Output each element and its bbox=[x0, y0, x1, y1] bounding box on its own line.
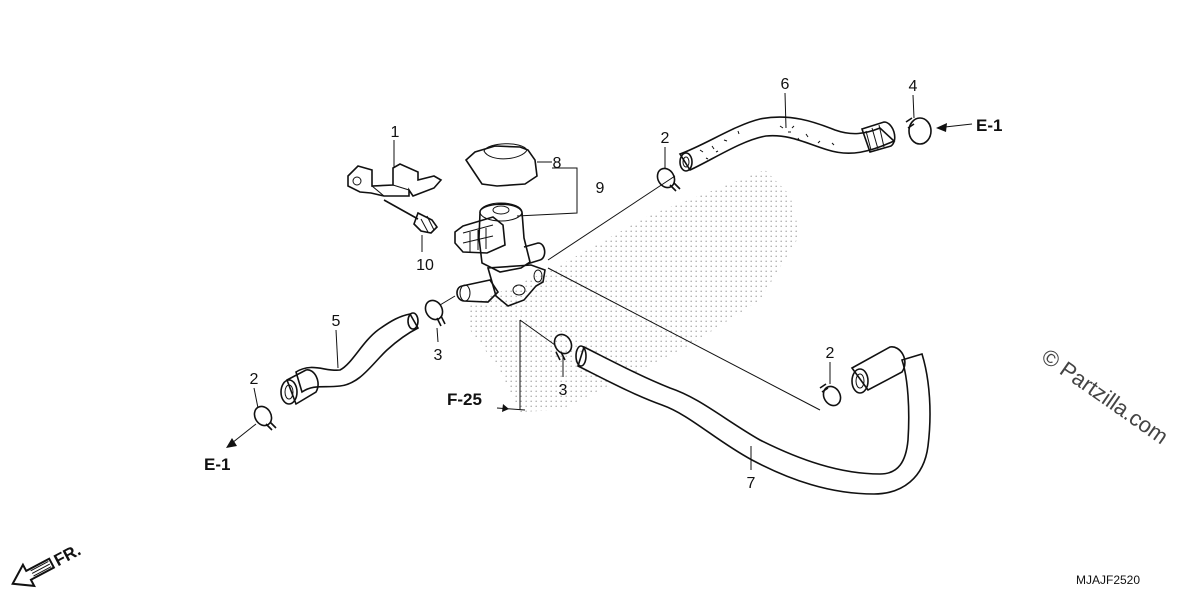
callout-3-center: 3 bbox=[559, 382, 568, 399]
callout-7: 7 bbox=[747, 475, 756, 492]
bolt-part[interactable] bbox=[383, 199, 439, 234]
callout-2-upper: 2 bbox=[661, 130, 670, 147]
leader-lines bbox=[231, 92, 973, 470]
callout-6: 6 bbox=[781, 76, 790, 93]
clamp-3-left[interactable] bbox=[422, 297, 446, 327]
clamp-2-right[interactable] bbox=[819, 383, 844, 408]
ref-e1-right[interactable]: E-1 bbox=[976, 116, 1002, 135]
clamp-4[interactable] bbox=[905, 117, 932, 145]
arrow-right-icon bbox=[936, 123, 947, 132]
callout-5: 5 bbox=[332, 313, 341, 330]
callout-3-left: 3 bbox=[434, 347, 443, 364]
band-part[interactable] bbox=[464, 143, 538, 187]
callout-2-left: 2 bbox=[250, 371, 259, 388]
arrow-f25-icon bbox=[502, 404, 509, 412]
hose-6-part[interactable] bbox=[678, 116, 896, 172]
diagram-code: MJAJF2520 bbox=[1076, 573, 1140, 587]
clamp-2-upper[interactable] bbox=[654, 165, 681, 192]
front-label: FR. bbox=[51, 540, 84, 570]
hose-7-part[interactable] bbox=[575, 345, 931, 495]
callout-4: 4 bbox=[909, 78, 918, 95]
watermark-text: © Partzilla.com bbox=[1037, 344, 1173, 450]
ref-f25[interactable]: F-25 bbox=[447, 390, 482, 409]
arrow-left-icon bbox=[226, 438, 237, 448]
callout-8: 8 bbox=[553, 155, 562, 172]
stipple-shading bbox=[470, 170, 800, 412]
solenoid-valve-part[interactable] bbox=[454, 202, 546, 307]
ref-e1-left[interactable]: E-1 bbox=[204, 455, 230, 474]
callout-2-right: 2 bbox=[826, 345, 835, 362]
callout-10: 10 bbox=[416, 257, 434, 274]
callout-9: 9 bbox=[596, 180, 605, 197]
callout-1: 1 bbox=[391, 124, 400, 141]
clamp-2-left[interactable] bbox=[251, 403, 277, 431]
front-direction-indicator: FR. bbox=[11, 540, 84, 588]
hose-5-part[interactable] bbox=[280, 312, 420, 406]
bracket-part[interactable] bbox=[347, 163, 443, 197]
